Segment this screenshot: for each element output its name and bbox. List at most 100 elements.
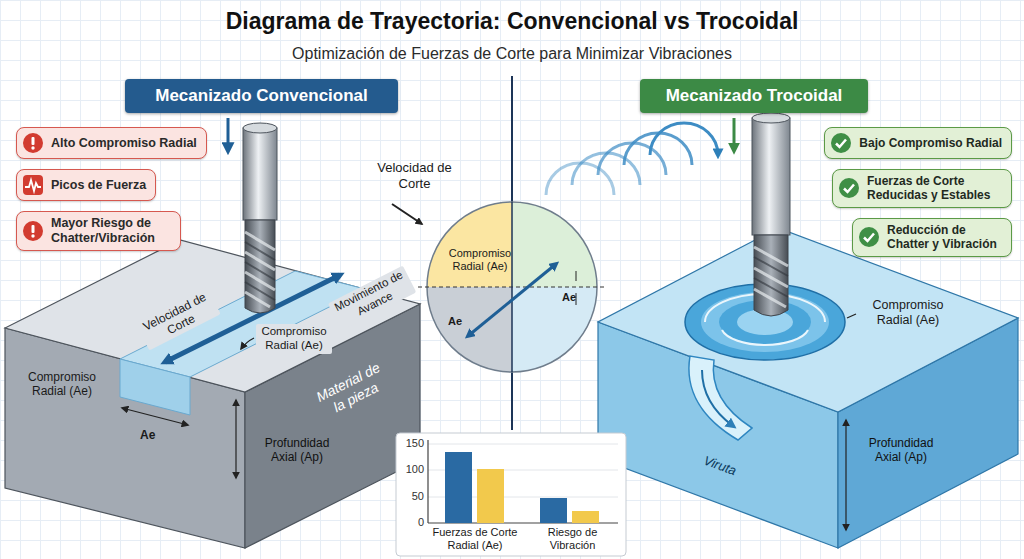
dimension-arrow: [845, 420, 846, 530]
dimension-label: Compromiso Radial (Ae): [858, 298, 958, 328]
axis-tick: 50: [398, 490, 424, 503]
pill-text: Fuerzas de Corte Reducidas y Estables: [867, 174, 1002, 203]
detail-circle: Compromiso Radial (Ae)AeAe: [426, 201, 598, 373]
check-icon: [859, 227, 879, 247]
feature-pill: Fuerzas de Corte Reducidas y Estables: [832, 169, 1012, 208]
trochoid-loops: [546, 123, 718, 195]
trochoid-loops: [572, 153, 640, 185]
end-mill: [752, 113, 790, 316]
detail-circle-outline: [512, 287, 597, 372]
circle-label: Ae: [448, 315, 468, 328]
end-mill: [243, 123, 277, 313]
trochoid-loops: [546, 163, 614, 195]
banner-title: Mecanizado Trocoidal: [666, 86, 843, 106]
diagram-title: Diagrama de Trayectoria: Convencional vs…: [0, 8, 1024, 36]
end-mill: [243, 123, 277, 133]
bar-chart: [427, 440, 428, 523]
plunge-arrow: [733, 118, 736, 150]
end-mill: [754, 235, 788, 316]
bar-chart: [396, 433, 626, 556]
warning-icon: [32, 137, 35, 145]
axis-category: Fuerzas de Corte Radial (Ae): [420, 526, 530, 552]
feature-pill: Reducción de Chatter y Vibración: [852, 218, 1012, 257]
trochoid-loops: [650, 123, 718, 155]
detail-circle-outline: [512, 202, 597, 287]
check-icon: [831, 133, 851, 153]
workpiece-block: [120, 271, 365, 377]
warning-icon: [31, 234, 34, 237]
pill-text: Picos de Fuerza: [51, 178, 146, 193]
feature-pill: Picos de Fuerza: [16, 169, 156, 201]
dimension-label: Compromiso Radial (Ae): [256, 324, 332, 354]
dimension-label: Compromiso Radial (Ae): [18, 370, 106, 399]
warning-icon: [22, 132, 44, 154]
dimension-label: Profundidad Axial (Ap): [252, 436, 342, 465]
trochoid-loops: [598, 143, 666, 175]
bar-chart: [445, 452, 472, 523]
feature-pill: Mayor Riesgo de Chatter/Vibración: [16, 211, 181, 251]
trochoid-loops: [624, 133, 692, 165]
check-icon: [839, 178, 859, 198]
end-mill: [245, 220, 275, 313]
bar-chart: [540, 498, 567, 523]
dimension-arrow: [122, 408, 188, 425]
warning-icon: [22, 220, 44, 242]
plunge-arrow: [227, 118, 230, 150]
end-mill: [752, 118, 790, 235]
check-icon: [838, 177, 860, 199]
end-mill: [754, 257, 788, 297]
pill-text: Reducción de Chatter y Vibración: [887, 223, 1002, 252]
check-icon: [844, 185, 854, 193]
circle-label: Ae: [562, 291, 582, 304]
bar-chart: [572, 511, 599, 523]
axis-tick: 0: [398, 516, 424, 529]
trochoidal-pocket: [702, 370, 733, 426]
check-icon: [864, 234, 874, 242]
check-icon: [836, 140, 846, 148]
leader-line: [847, 314, 856, 318]
axis-category: Riesgo de Vibración: [525, 526, 620, 552]
workpiece-block: [598, 228, 1018, 548]
end-mill: [245, 232, 275, 307]
warning-icon: [31, 146, 34, 149]
dimension-arrow: [235, 400, 236, 478]
subtitle: Optimización de Fuerzas de Corte para Mi…: [0, 44, 1024, 63]
force-spike-icon: [23, 175, 43, 195]
feature-pill: Alto Compromiso Radial: [16, 127, 207, 159]
force-spike-icon: [25, 180, 41, 191]
axis-tick: 100: [398, 463, 424, 476]
check-icon: [858, 226, 880, 248]
leader-line: [241, 338, 254, 349]
check-icon: [830, 132, 852, 154]
end-mill: [754, 247, 788, 307]
workpiece-block: [5, 240, 420, 548]
pill-text: Mayor Riesgo de Chatter/Vibración: [51, 216, 171, 246]
detail-circle-outline: [511, 202, 513, 372]
bar-chart: [396, 433, 626, 556]
dimension-label: Ae: [140, 428, 170, 442]
motion-label: Velocidad de Corte: [372, 160, 457, 191]
detail-circle-outline: [427, 287, 512, 372]
warning-icon: [23, 133, 43, 153]
detail-circle-outline: [427, 202, 512, 287]
end-mill: [245, 242, 275, 300]
warning-icon: [23, 221, 43, 241]
feature-pill: Bajo Compromiso Radial: [824, 127, 1012, 159]
force-spike-icon: [22, 174, 44, 196]
pill-text: Alto Compromiso Radial: [51, 136, 197, 151]
circle-label: Compromiso Radial (Ae): [444, 247, 516, 273]
trochoidal-pocket: [689, 356, 752, 440]
detail-circle-outline: [468, 264, 556, 336]
direction-arrow: [392, 204, 422, 224]
pill-text: Bajo Compromiso Radial: [859, 136, 1002, 150]
trochoidal-pocket: [722, 330, 808, 345]
end-mill: [243, 128, 277, 220]
dimension-label: Profundidad Axial (Ap): [856, 436, 946, 465]
workpiece-block: [120, 359, 190, 415]
section-banner: Mecanizado Convencional: [125, 79, 398, 113]
axis-tick: 150: [398, 437, 424, 450]
warning-icon: [32, 225, 35, 233]
detail-circle-outline: [427, 202, 597, 372]
banner-title: Mecanizado Convencional: [155, 86, 368, 106]
